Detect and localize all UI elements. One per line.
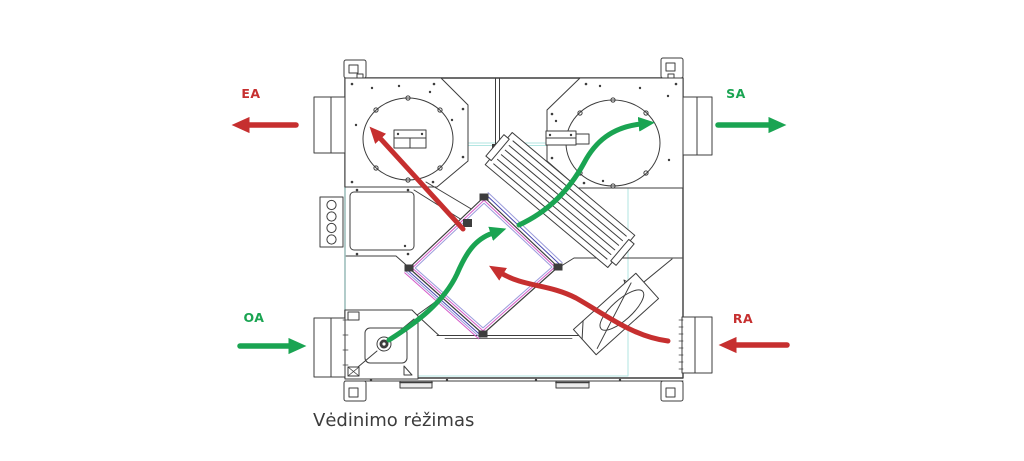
top-mounting-brackets: [343, 57, 684, 79]
exhaust-flow-arrow: [369, 126, 466, 232]
airflow-arrows: [231, 116, 790, 355]
filter-band: [484, 131, 636, 269]
diagram-caption: Vėdinimo rėžimas: [313, 410, 475, 431]
oa-duct: [313, 317, 346, 378]
bypass-damper: [572, 272, 660, 356]
bottom-feet: [343, 380, 684, 402]
sa-label: SA: [726, 86, 746, 101]
oa-intake-box: [342, 309, 419, 380]
supply-through-exchanger-arrow: [386, 226, 507, 343]
exhaust-fan: [344, 77, 469, 188]
exhaust-fan-scroll: [362, 97, 454, 181]
duct-collars: [313, 96, 713, 378]
cable-grommet-plate: [319, 196, 344, 248]
ra-duct: [681, 316, 713, 374]
ra-label: RA: [733, 311, 753, 326]
supply-to-fan-arrow: [516, 116, 655, 228]
return-flow-arrow: [489, 265, 671, 344]
electronics-box: [349, 188, 415, 256]
intake-sensor: [376, 336, 392, 352]
ea-label: EA: [241, 86, 260, 101]
oa-label: OA: [244, 310, 265, 325]
heat-exchanger: [404, 192, 563, 340]
ea-duct: [313, 96, 346, 154]
